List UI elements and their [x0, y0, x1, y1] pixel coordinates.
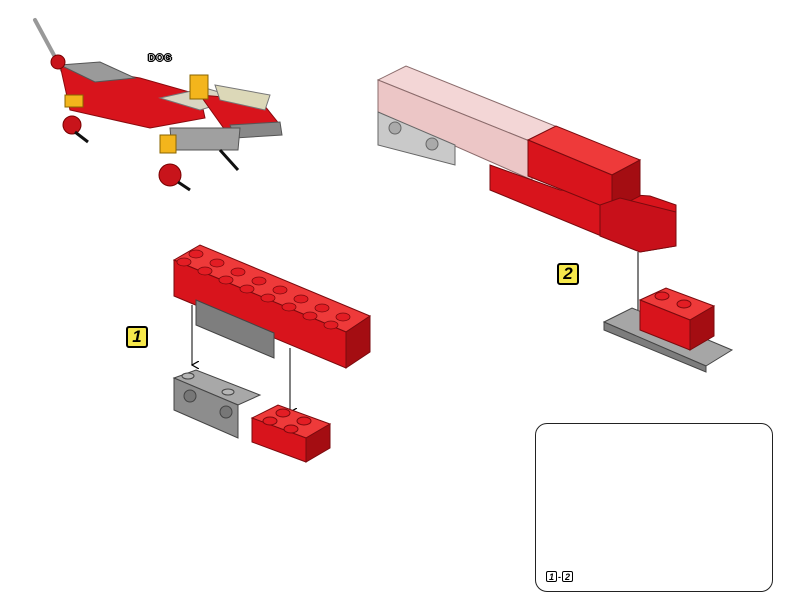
range-start-badge: 1	[546, 571, 557, 582]
step1-red-small-brick	[250, 404, 332, 463]
step1-red-brick	[172, 244, 372, 369]
step1-gray-bricks	[172, 369, 262, 439]
result-inset-box: 1 - 2	[535, 423, 773, 592]
step-range-label: 1 - 2	[546, 571, 573, 582]
model-title: DOG	[148, 53, 173, 65]
step-2-badge: 2	[557, 263, 579, 285]
step2-red-bricks	[489, 125, 677, 253]
step2-plate-and-brick	[602, 287, 734, 373]
step-1-badge: 1	[126, 326, 148, 348]
range-end-badge: 2	[562, 571, 573, 582]
range-separator: -	[558, 571, 561, 582]
dog-model-preview	[33, 18, 283, 192]
